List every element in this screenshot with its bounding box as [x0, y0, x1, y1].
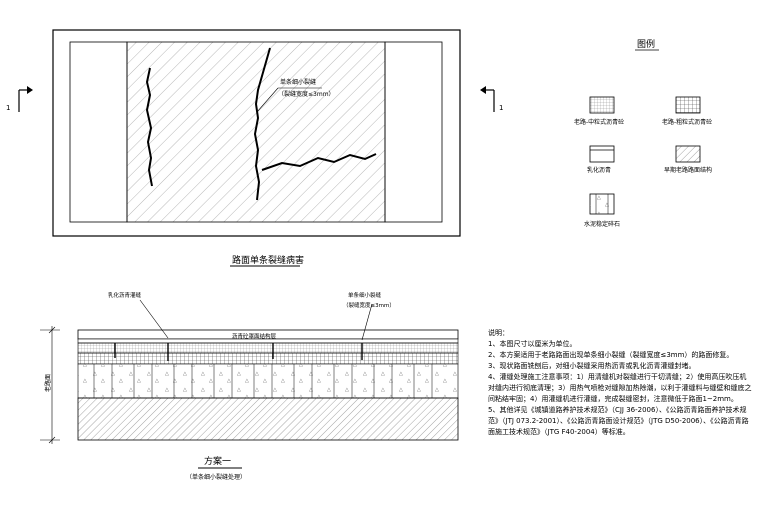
sealed-cracks [114, 343, 363, 361]
legend-label: 早期老路路面结构 [664, 166, 712, 174]
coarse-asphalt-layer [77, 352, 459, 365]
plan-view: 单条细小裂缝 （裂缝宽度≤3mm） 1 1 路面单条裂缝病害 [6, 29, 503, 267]
legend-label: 水泥稳定碎石 [584, 220, 620, 228]
emulsified-asphalt-swatch [589, 145, 615, 163]
left-shoulder [69, 41, 128, 223]
gravel-joints [93, 364, 433, 398]
coarse-asphalt-swatch [675, 96, 701, 114]
legend: 图例 老路-中粒式沥青砼 老路-粗粒式沥青砼 乳化沥青 早期老路路面结构 水泥稳… [574, 38, 712, 228]
plan-caption: 路面单条裂缝病害 [232, 254, 304, 266]
right-shoulder [384, 41, 443, 223]
cross-section: 老路面 沥青砼罩面结构层 乳化沥青灌缝 单条细小裂缝 [40, 291, 459, 481]
legend-item-early-pavement: 早期老路路面结构 [664, 145, 712, 174]
crack-line-middle [253, 47, 271, 201]
notes-heading: 说明： [488, 329, 509, 337]
note-line-5: 5、其他详见《城镇道路养护技术规范》（CJJ 36-2006）、《公路沥青路面养… [488, 406, 749, 436]
crack-line-left [145, 67, 153, 187]
emulsified-layer [77, 338, 459, 344]
sealant-label: 乳化沥青灌缝 [108, 291, 142, 299]
medium-asphalt-layer [77, 342, 459, 354]
legend-label: 老路-粗粒式沥青砼 [662, 118, 712, 126]
scheme-subtitle: （单条细小裂缝处理） [186, 473, 246, 481]
legend-label: 老路-中粒式沥青砼 [574, 118, 624, 126]
scheme-title: 方案一 [204, 455, 231, 467]
note-line-1: 1、本图尺寸以厘米为单位。 [488, 340, 577, 348]
section-mark-label-right: 1 [499, 104, 503, 112]
section-crack-label: 单条细小裂缝 [348, 291, 382, 299]
legend-item-emulsified-asphalt: 乳化沥青 [587, 145, 615, 174]
old-pavement-label: 老路面 [44, 374, 52, 392]
notes-block: 说明： 1、本图尺寸以厘米为单位。 2、本方案适用于老路路面出现单条细小裂缝（裂… [488, 328, 753, 438]
right-leader-line [361, 303, 373, 341]
note-line-3: 3、现状路面铣刨后，对细小裂缝采用热沥青或乳化沥青灌缝封堵。 [488, 362, 696, 370]
legend-title: 图例 [637, 38, 655, 50]
early-pavement-layer [77, 397, 459, 441]
medium-asphalt-swatch [589, 96, 615, 114]
legend-item-cement-gravel: 水泥稳定碎石 [584, 193, 620, 228]
section-crack-width-label: （裂缝宽度≤3mm） [343, 301, 395, 309]
crack-label: 单条细小裂缝 [280, 78, 316, 86]
section-mark-label-left: 1 [6, 104, 10, 112]
legend-item-medium-asphalt: 老路-中粒式沥青砼 [574, 96, 624, 126]
early-pavement-swatch [675, 145, 701, 163]
section-mark-right: 1 [480, 86, 503, 112]
overlay-label: 沥青砼罩面结构层 [232, 332, 277, 340]
note-line-2: 2、本方案适用于老路路面出现单条细小裂缝（裂缝宽度≤3mm）的路面修复。 [488, 351, 734, 359]
crack-leader-line [256, 87, 279, 113]
crack-width-label: （裂缝宽度≤3mm） [278, 90, 335, 98]
legend-item-coarse-asphalt: 老路-粗粒式沥青砼 [662, 96, 712, 126]
legend-label: 乳化沥青 [587, 166, 611, 174]
note-line-4: 4、灌缝处理施工注意事项：1）用清缝机对裂缝进行干切清缝；2）使用高压吹压机对缝… [488, 373, 752, 403]
road-outline [52, 29, 461, 237]
crack-line-transverse [261, 153, 377, 171]
left-leader-line [139, 299, 169, 339]
section-mark-left: 1 [6, 86, 33, 112]
